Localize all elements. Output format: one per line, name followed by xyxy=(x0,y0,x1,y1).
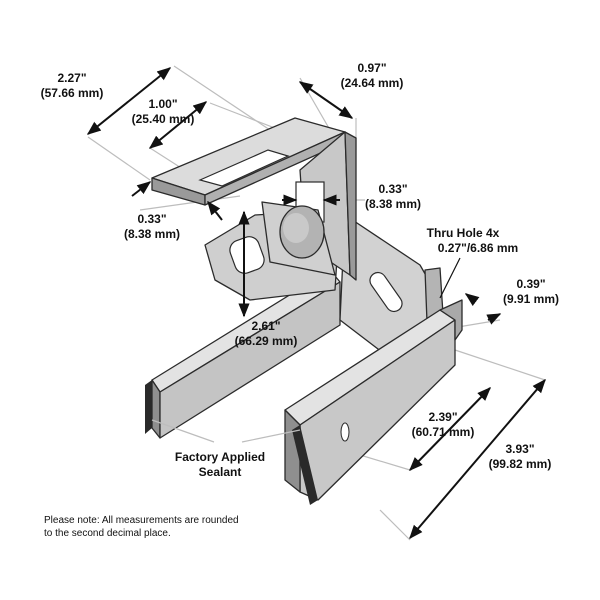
dim-slot-length-mm: (25.40 mm) xyxy=(132,112,195,126)
dimension-lines xyxy=(86,67,546,540)
left-sealant-strip xyxy=(145,380,152,434)
dim-flange-height-in: 0.39" xyxy=(516,277,545,291)
dim-width-total-mm: (57.66 mm) xyxy=(41,86,104,100)
dim-slot-length-in: 1.00" xyxy=(148,97,177,111)
dim-flange-height-mm: (9.91 mm) xyxy=(503,292,559,306)
dim-plate-thickness-in: 0.33" xyxy=(137,212,166,226)
rounding-note-line2: to the second decimal place. xyxy=(44,528,171,539)
dim-thru-hole-value: 0.27"/6.86 mm xyxy=(438,241,518,255)
dim-height-mm: (66.29 mm) xyxy=(235,334,298,348)
thru-hole xyxy=(340,422,350,442)
rounding-note: Please note: All measurements are rounde… xyxy=(44,514,304,540)
dim-overall-length-mm: (99.82 mm) xyxy=(489,457,552,471)
dimension-labels: 2.27" (57.66 mm) 1.00" (25.40 mm) 0.97" … xyxy=(41,61,559,479)
dim-bolt-offset-in: 0.33" xyxy=(378,182,407,196)
sealant-label-line1: Factory Applied xyxy=(175,450,265,464)
right-sealant-strip xyxy=(292,425,318,505)
dim-height-in: 2.61" xyxy=(251,319,280,333)
dim-foot-length-mm: (60.71 mm) xyxy=(412,425,475,439)
sealant-leaders xyxy=(151,419,301,443)
dim-top-width-mm: (24.64 mm) xyxy=(341,76,404,90)
rounding-note-line1: Please note: All measurements are rounde… xyxy=(44,515,239,526)
sealant-label-line2: Sealant xyxy=(199,465,242,479)
dim-overall-length-in: 3.93" xyxy=(505,442,534,456)
dim-top-width-in: 0.97" xyxy=(357,61,386,75)
dim-foot-length-in: 2.39" xyxy=(428,410,457,424)
dim-thru-hole-title: Thru Hole 4x xyxy=(427,226,500,240)
dim-width-total-in: 2.27" xyxy=(57,71,86,85)
dim-plate-thickness-mm: (8.38 mm) xyxy=(124,227,180,241)
top-l-bracket xyxy=(151,117,357,281)
left-foot-rail xyxy=(145,269,341,439)
dim-bolt-offset-mm: (8.38 mm) xyxy=(365,197,421,211)
